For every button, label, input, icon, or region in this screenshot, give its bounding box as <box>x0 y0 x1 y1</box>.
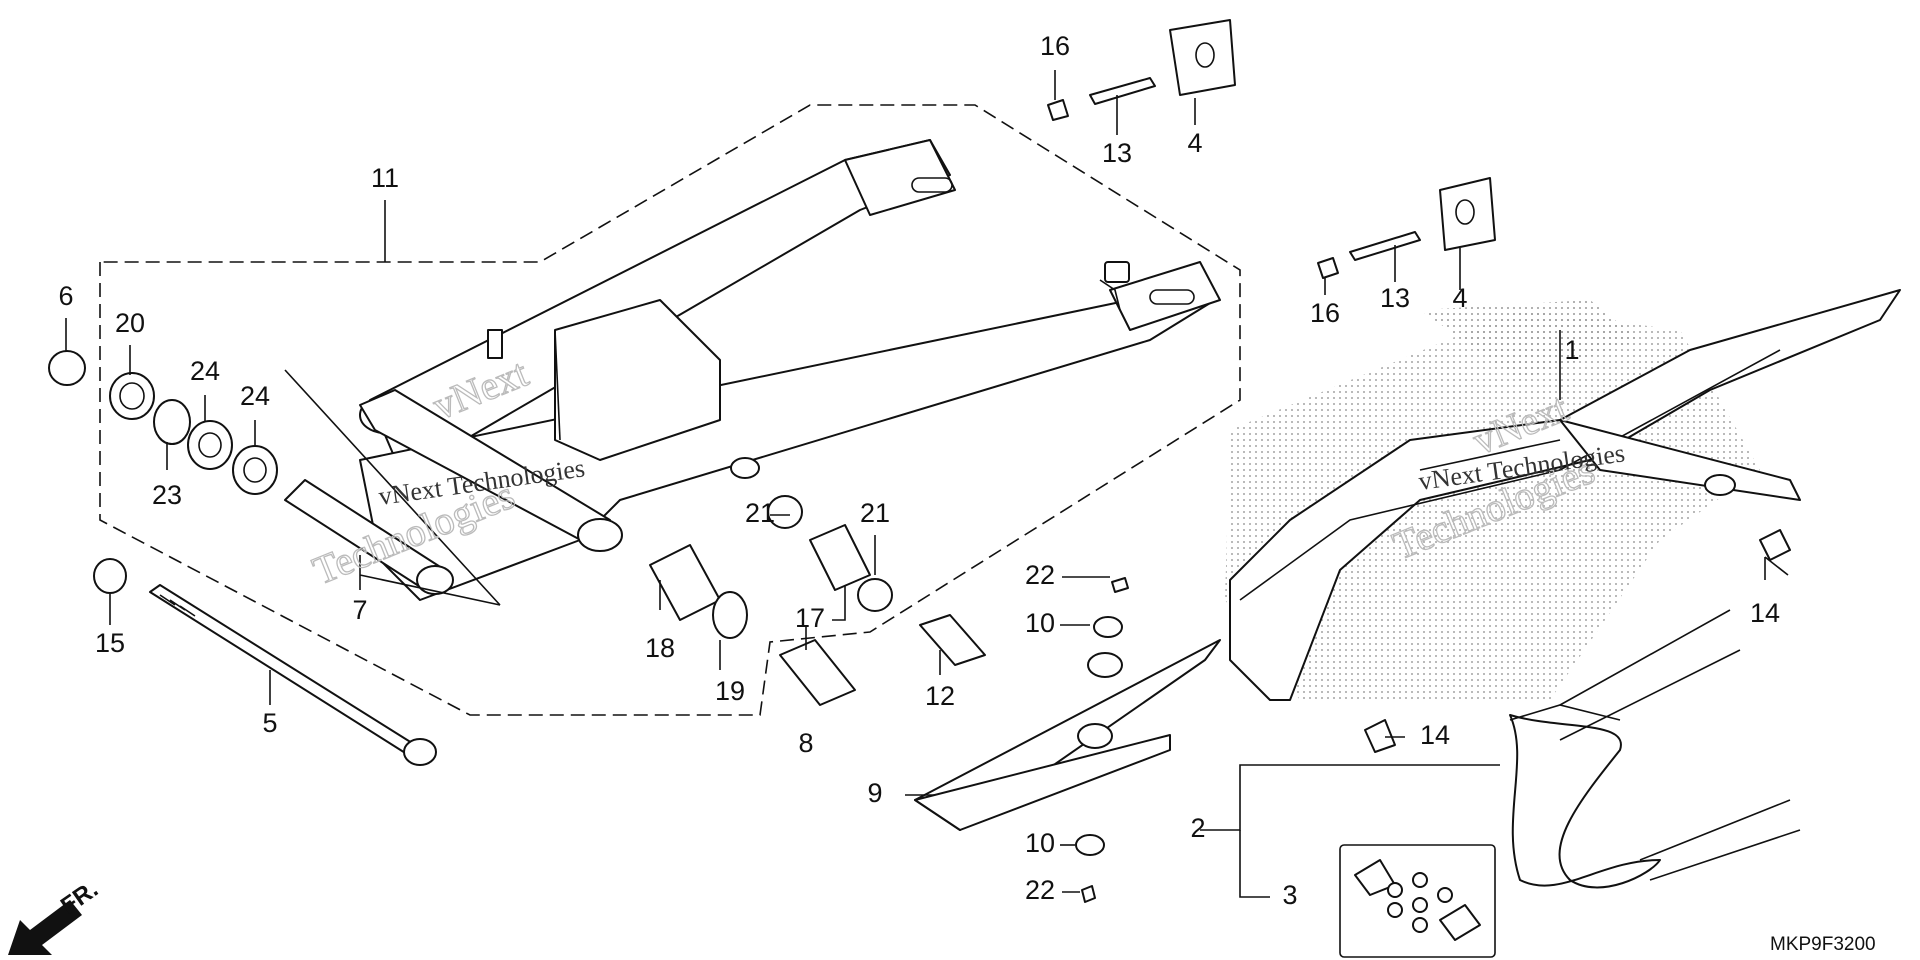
bolt-14b <box>1364 719 1396 753</box>
callout-24b: 24 <box>240 381 270 411</box>
front-arrow-icon <box>8 900 82 955</box>
bearing-17 <box>809 524 871 591</box>
nut-16a <box>1047 99 1069 121</box>
screw-22a <box>1111 577 1129 593</box>
collar-8 <box>779 639 856 706</box>
callout-6: 6 <box>58 281 73 311</box>
screw-22b <box>1081 885 1096 903</box>
callout-21a: 21 <box>745 498 775 528</box>
callout-17: 17 <box>795 603 825 633</box>
circlip-23 <box>153 399 191 445</box>
callout-16a: 16 <box>1040 31 1070 61</box>
callout-3: 3 <box>1282 880 1297 910</box>
callout-labels: 1 2 3 4 4 5 6 7 8 9 10 10 11 12 13 13 14… <box>58 31 1780 910</box>
callout-21b: 21 <box>860 498 890 528</box>
grommet-10b <box>1075 834 1105 856</box>
adjuster-bolt-13a <box>1089 77 1156 105</box>
adjuster-plate-4b <box>1439 177 1496 251</box>
collar-12 <box>919 614 986 666</box>
callout-13b: 13 <box>1380 283 1410 313</box>
drive-chain-2 <box>1509 609 1801 889</box>
callout-7: 7 <box>352 595 367 625</box>
bearing-24a <box>187 420 233 470</box>
callout-19: 19 <box>715 676 745 706</box>
callout-22b: 22 <box>1025 875 1055 905</box>
callout-12: 12 <box>925 681 955 711</box>
left-bearing-stack <box>48 350 278 594</box>
callout-24a: 24 <box>190 356 220 386</box>
callout-4a: 4 <box>1187 128 1202 158</box>
part-code: MKP9F3200 <box>1770 934 1876 955</box>
adjuster-plate-4a <box>1169 19 1236 96</box>
bolt-14a <box>1759 529 1791 561</box>
callout-13a: 13 <box>1102 138 1132 168</box>
callout-18: 18 <box>645 633 675 663</box>
master-link-kit-3 <box>1339 844 1496 958</box>
callout-10a: 10 <box>1025 608 1055 638</box>
callout-11: 11 <box>371 163 399 193</box>
bearing-24b <box>232 445 278 495</box>
callout-22a: 22 <box>1025 560 1055 590</box>
callout-4b: 4 <box>1452 283 1467 313</box>
swingarm-body <box>359 139 1221 601</box>
bushing-6 <box>48 350 86 386</box>
nut-15 <box>93 558 127 594</box>
chain-slider-9 <box>914 577 1221 903</box>
grommet-10a <box>1093 616 1123 638</box>
seal-19 <box>712 591 748 639</box>
adjuster-bolt-13b <box>1349 231 1421 261</box>
callout-9: 9 <box>867 778 882 808</box>
callout-14a: 14 <box>1750 598 1780 628</box>
chain-case-1 <box>1229 289 1901 753</box>
callout-2: 2 <box>1190 813 1205 843</box>
nut-16b <box>1317 257 1339 279</box>
front-direction-marker: FR. <box>8 876 103 955</box>
seal-20 <box>109 372 155 420</box>
swingarm-assembly-boundary <box>99 104 1241 716</box>
callout-1: 1 <box>1564 335 1579 365</box>
callout-16b: 16 <box>1310 298 1340 328</box>
pivot-bolt-5 <box>149 584 437 766</box>
callout-8: 8 <box>798 728 813 758</box>
callout-20: 20 <box>115 308 145 338</box>
callout-14b: 14 <box>1420 720 1450 750</box>
pivot-collar-7 <box>284 479 454 595</box>
right-bearing-stack <box>649 495 986 706</box>
callout-23: 23 <box>152 480 182 510</box>
callout-10b: 10 <box>1025 828 1055 858</box>
adjuster-hardware <box>1047 19 1496 279</box>
seal-21a <box>767 495 803 529</box>
callout-15: 15 <box>95 628 125 658</box>
seal-21b <box>857 578 893 612</box>
leader-lines <box>65 70 1789 898</box>
callout-5: 5 <box>262 708 277 738</box>
